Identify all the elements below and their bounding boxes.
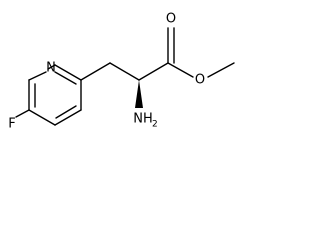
bond-c4-c5 xyxy=(54,109,82,126)
bond-ring-ch2 xyxy=(80,62,111,81)
bond-n1-c2 xyxy=(28,71,47,81)
molecule-canvas: N F O O NH 2 xyxy=(8,11,235,132)
atom-nh-label: NH xyxy=(133,112,153,127)
atom-nh2-label: NH 2 xyxy=(133,112,157,130)
bond-c3-c4 xyxy=(28,109,56,126)
molecule-structure: N F O O NH 2 xyxy=(8,12,235,132)
atom-n-label: N xyxy=(46,61,56,76)
wedge-bond-calpha-n xyxy=(135,80,143,108)
bond-c7-n1 xyxy=(47,64,56,70)
bond-ch2-calpha xyxy=(109,62,140,81)
bond-c3-f xyxy=(15,109,30,118)
bond-oester-methyl xyxy=(207,62,235,78)
bond-c4-c5-inner xyxy=(55,105,77,119)
atom-o-ester-label: O xyxy=(195,73,205,88)
bond-c6-c7 xyxy=(54,64,82,81)
atom-o-carbonyl-label: O xyxy=(166,12,176,27)
bond-c6-c7-inner xyxy=(54,71,77,85)
bond-cc-oester xyxy=(167,62,194,78)
bond-calpha-ccarbonyl xyxy=(138,62,169,81)
atom-f-label: F xyxy=(8,117,15,132)
atom-nh2-subscript: 2 xyxy=(152,120,158,130)
